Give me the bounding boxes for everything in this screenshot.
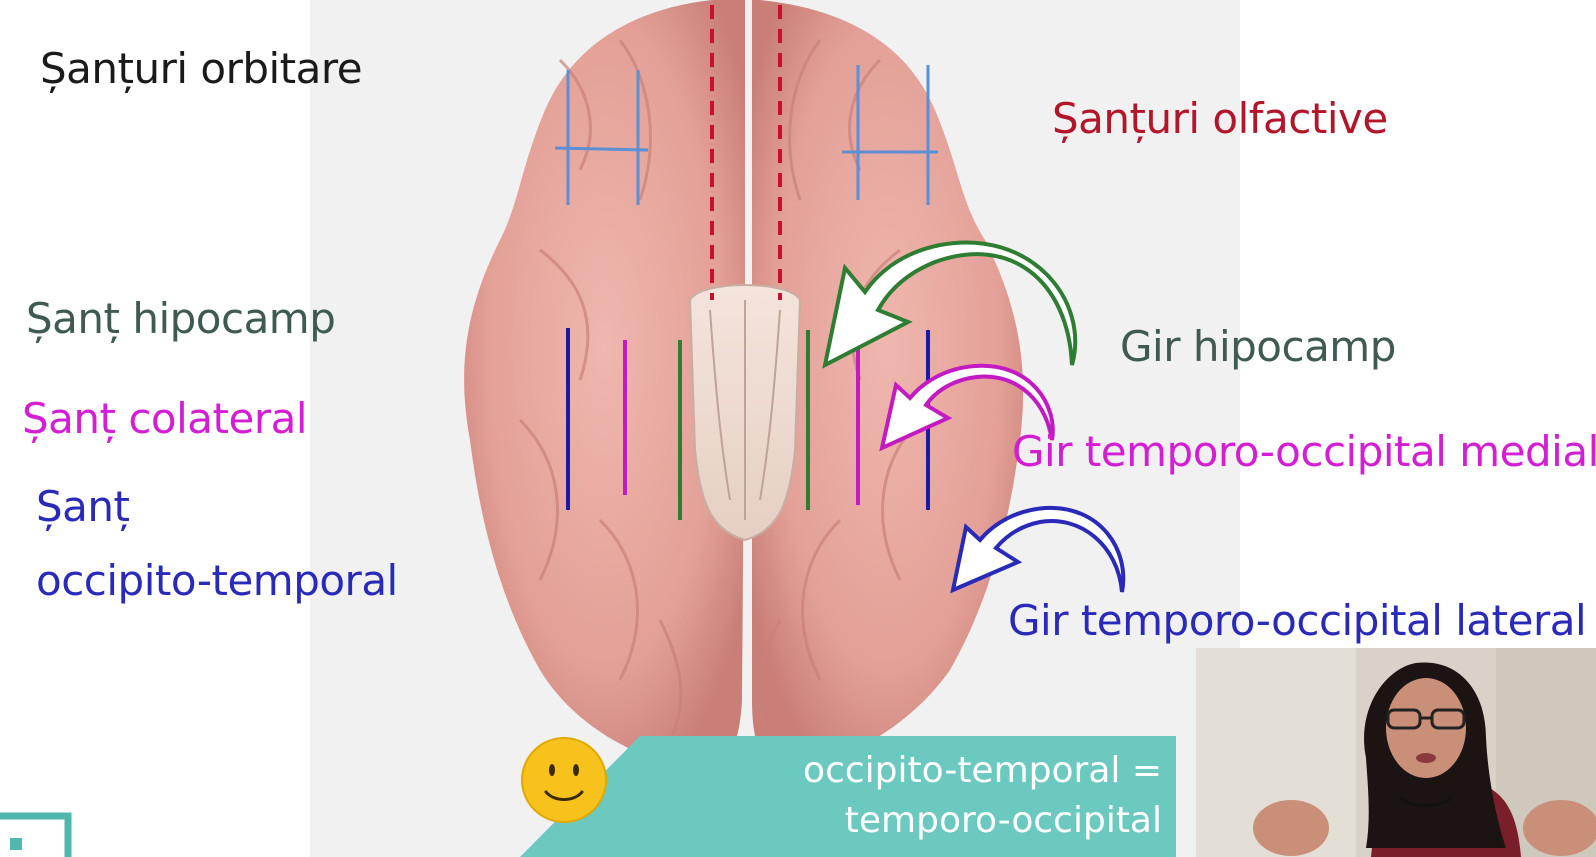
caption-text: occipito-temporal = temporo-occipital (803, 746, 1162, 846)
label-santuri-olfactive: Șanțuri olfactive (1052, 94, 1388, 143)
caption-background (520, 736, 1176, 857)
presenter-figure (1196, 648, 1596, 857)
left-hemisphere (464, 0, 745, 771)
gir-temporo-lateral-arrow (950, 505, 1126, 594)
temporal-sulci-lines (566, 328, 930, 520)
label-gir-temporo-lateral: Gir temporo-occipital lateral (1008, 596, 1587, 645)
brainstem-lines (709, 300, 781, 520)
label-gir-temporo-medial: Gir temporo-occipital medial (1012, 427, 1596, 476)
caption-banner: occipito-temporal = temporo-occipital (520, 736, 1176, 857)
label-gir-hipocamp: Gir hipocamp (1120, 322, 1396, 371)
gir-temporo-medial-arrow (879, 363, 1055, 452)
label-sant-occipito-line2: occipito-temporal (36, 556, 398, 605)
orbital-sulci-lines (554, 65, 938, 205)
label-sant-occipito-line1: Șanț (36, 482, 130, 531)
label-sant-colateral: Șanț colateral (22, 394, 308, 443)
corner-frame-mark (0, 812, 72, 857)
caption-line1: occipito-temporal = (803, 750, 1162, 791)
smiley-face-icon (521, 737, 607, 823)
left-panel (0, 0, 310, 857)
gir-hipocamp-arrow (822, 240, 1078, 369)
webcam-presenter-video (1196, 648, 1596, 857)
label-sant-hipocamp: Șanț hipocamp (26, 294, 336, 343)
caption-line2: temporo-occipital (844, 800, 1162, 841)
olfactory-sulci-lines (710, 5, 782, 300)
label-santuri-orbitare: Șanțuri orbitare (40, 44, 363, 93)
